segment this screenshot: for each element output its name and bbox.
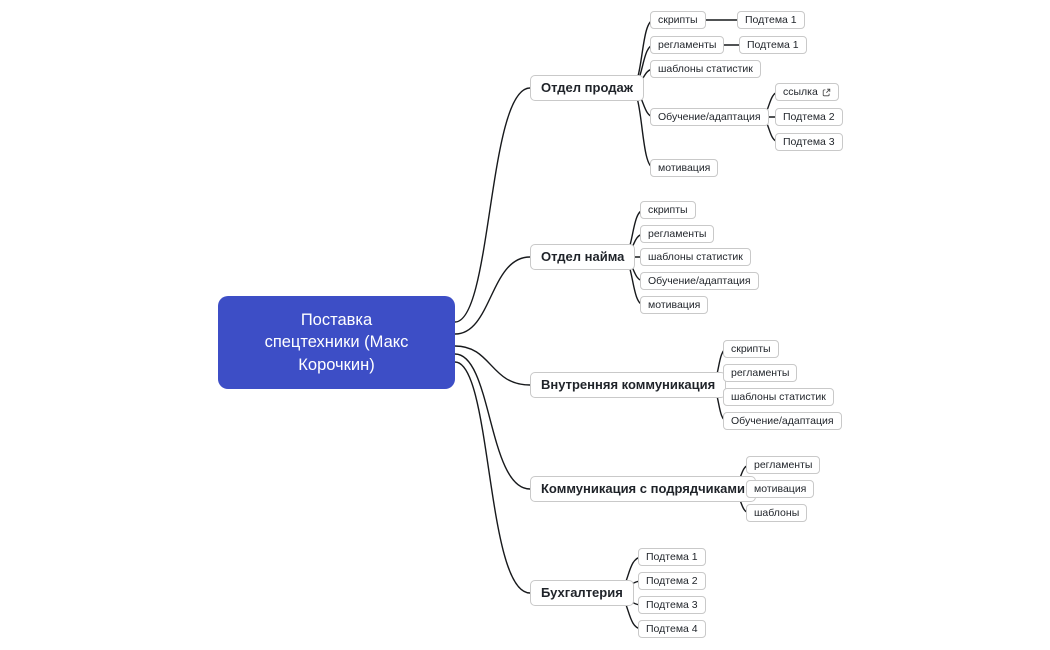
branch-node-hiring[interactable]: Отдел найма bbox=[530, 244, 636, 270]
topic-node[interactable]: регламенты bbox=[650, 36, 725, 54]
topic-node[interactable]: регламенты bbox=[723, 364, 798, 382]
topic-node[interactable]: мотивация bbox=[640, 296, 709, 314]
external-link-icon bbox=[822, 88, 831, 97]
topic-node[interactable]: Подтема 3 bbox=[638, 596, 706, 614]
root-label-line: Поставка bbox=[300, 311, 373, 330]
branch-node-contractor-comms[interactable]: Коммуникация с подрядчиками bbox=[530, 476, 756, 502]
subtopic-node[interactable]: Подтема 1 bbox=[737, 11, 805, 29]
topic-node[interactable]: шаблоны статистик bbox=[640, 248, 751, 266]
topic-node[interactable]: Подтема 2 bbox=[638, 572, 706, 590]
subtopic-node[interactable]: Подтема 2 bbox=[775, 108, 843, 126]
topic-node[interactable]: Подтема 4 bbox=[638, 620, 706, 638]
subtopic-node-link[interactable]: ссылка bbox=[775, 83, 839, 101]
topic-node[interactable]: шаблоны bbox=[746, 504, 808, 522]
node-label: ссылка bbox=[783, 86, 818, 98]
topic-node[interactable]: скрипты bbox=[723, 340, 779, 358]
branch-node-sales[interactable]: Отдел продаж bbox=[530, 75, 644, 101]
topic-node[interactable]: Подтема 1 bbox=[638, 548, 706, 566]
topic-node[interactable]: Обучение/адаптация bbox=[650, 108, 769, 126]
topic-node[interactable]: мотивация bbox=[746, 480, 815, 498]
subtopic-node[interactable]: Подтема 1 bbox=[739, 36, 807, 54]
topic-node[interactable]: регламенты bbox=[746, 456, 821, 474]
root-label-line: спецтехники (Макс bbox=[264, 333, 409, 352]
root-node[interactable]: Поставка спецтехники (Макс Корочкин) bbox=[218, 296, 455, 389]
subtopic-node[interactable]: Подтема 3 bbox=[775, 133, 843, 151]
topic-node[interactable]: шаблоны статистик bbox=[650, 60, 761, 78]
topic-node[interactable]: Обучение/адаптация bbox=[640, 272, 759, 290]
topic-node[interactable]: мотивация bbox=[650, 159, 719, 177]
branch-node-internal-comms[interactable]: Внутренняя коммуникация bbox=[530, 372, 727, 398]
topic-node[interactable]: скрипты bbox=[640, 201, 696, 219]
topic-node[interactable]: регламенты bbox=[640, 225, 715, 243]
topic-node[interactable]: Обучение/адаптация bbox=[723, 412, 842, 430]
topic-node[interactable]: скрипты bbox=[650, 11, 706, 29]
root-label-line: Корочкин) bbox=[298, 355, 375, 374]
branch-node-accounting[interactable]: Бухгалтерия bbox=[530, 580, 634, 606]
topic-node[interactable]: шаблоны статистик bbox=[723, 388, 834, 406]
